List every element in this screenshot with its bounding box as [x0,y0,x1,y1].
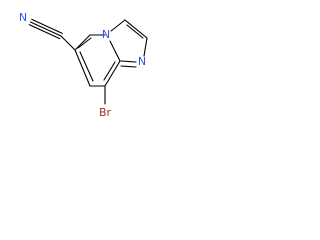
imid-bond-c3-c2 [124,19,148,39]
nitrile-triple-bond-3 [31,18,63,34]
nitrile-triple-bond-2 [28,24,61,40]
ring-inner-double-c6-c7 [79,51,94,82]
ring-bond-c6-c5 [74,34,91,51]
ring-inner-double-c5 [77,37,92,49]
ring-bond-c7-c6 [74,49,91,87]
nitrile-group [28,18,76,51]
imid-bond-c2-n1 [143,37,148,57]
ring-bond-c8a-c8 [104,60,121,87]
imidazole-n-label: N [138,55,146,68]
imidazole-ring [110,19,148,68]
structure-diagram: N N N Br [19,11,148,119]
bromine-label: Br [99,106,112,119]
ring-n-label: N [102,28,110,41]
imid-double-n1-c8a [120,65,137,68]
imid-double-c3-c2 [126,24,144,39]
ring-bond-n4-c8a [109,40,121,62]
pyridine-ring [74,34,121,87]
imid-bond-n1-c8a [120,60,137,63]
nitrile-n-label: N [19,11,27,24]
nitrile-triple-bond-1 [29,21,62,37]
nitrile-c-to-ring-bond [60,35,76,51]
ring-inner-double-c8-c8a [103,61,116,81]
imid-bond-n4-c3 [110,19,126,32]
